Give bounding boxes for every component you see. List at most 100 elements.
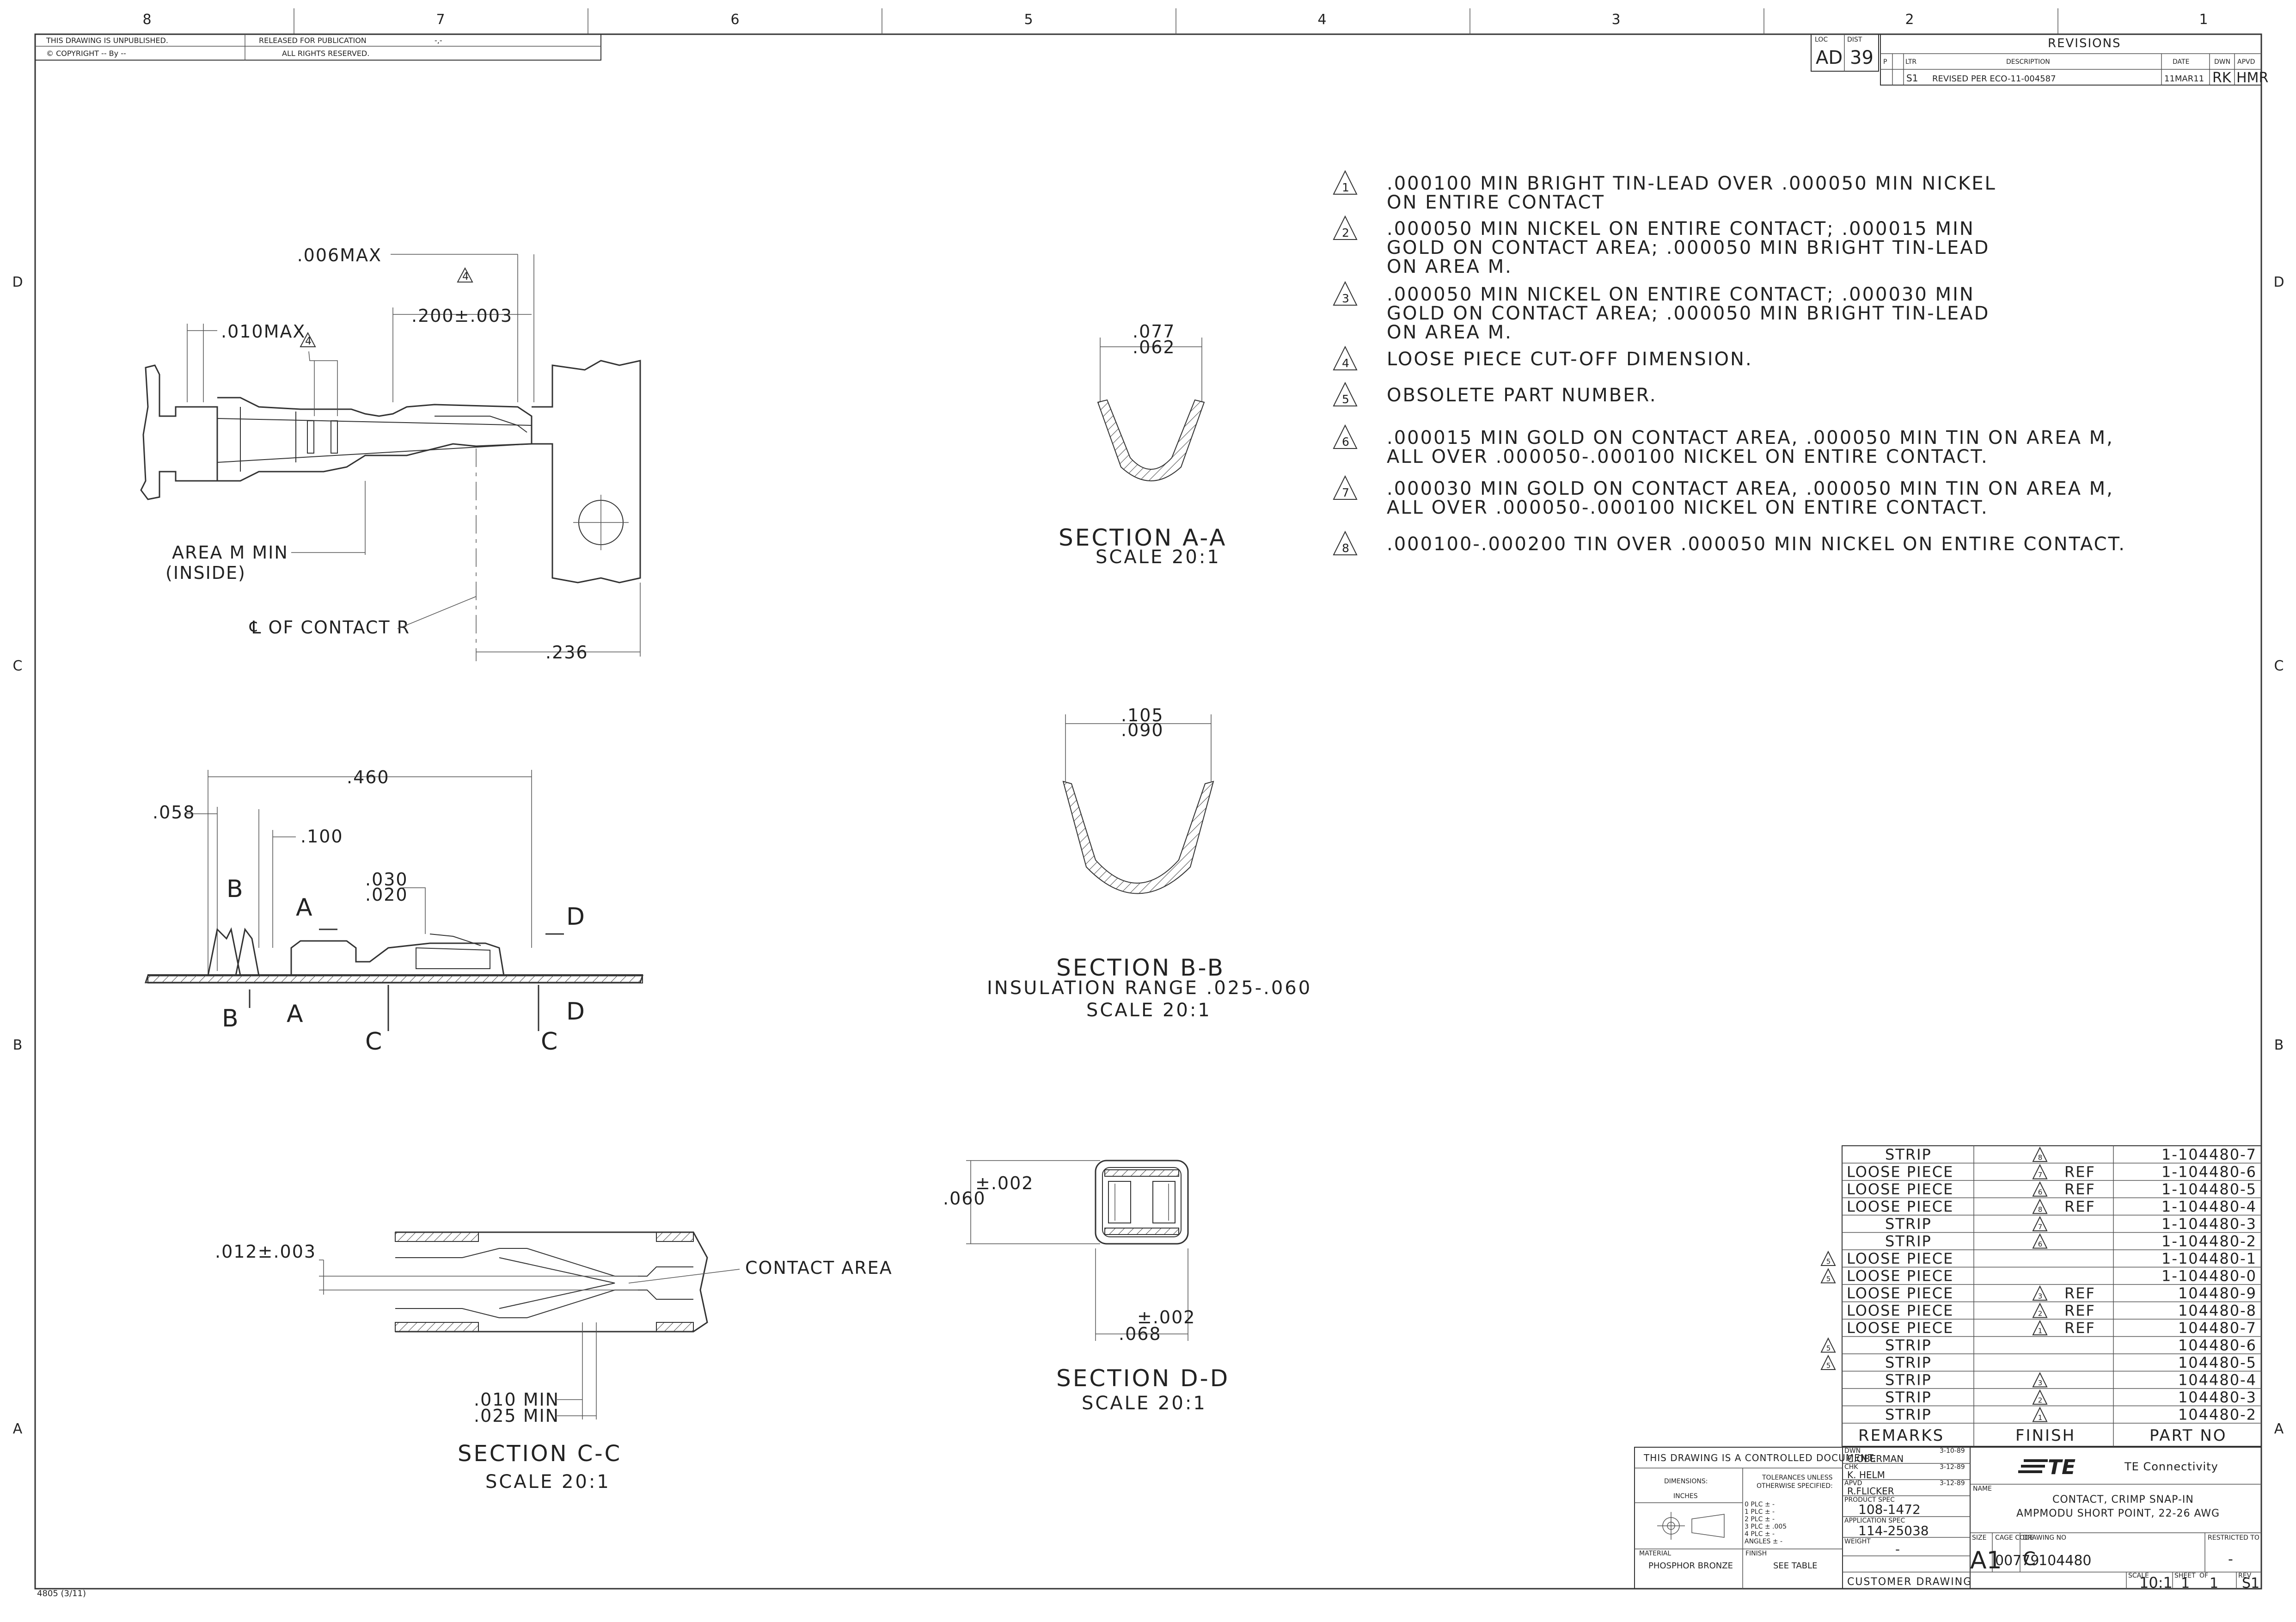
chk-label: CHK: [1844, 1463, 1858, 1471]
sheet-label: SHEET: [2174, 1572, 2196, 1579]
rev-col-dwn: DWN: [2214, 58, 2230, 66]
units-inches: INCHES: [1673, 1493, 1698, 1500]
loc-dist-box: LOC AD DIST 39: [1811, 34, 1879, 72]
zone-right-D: D: [2273, 274, 2284, 290]
part-row-1-finish-flag: 8: [2032, 1146, 2048, 1162]
tolerance-6: ANGLES ± -: [1745, 1538, 1782, 1545]
note-flag-6: 6: [1333, 424, 1358, 449]
part-row-4-finish: REF: [2064, 1198, 2095, 1216]
cut-a-top: A: [296, 894, 312, 922]
part-row-7-obsolete-flag: 5: [1820, 1250, 1836, 1266]
part-row-4-remarks: LOOSE PIECE: [1847, 1198, 1953, 1216]
dim-200: .200±.003: [411, 306, 513, 326]
revisions-title: REVISIONS: [2048, 37, 2121, 50]
tolerance-3: 2 PLC ± -: [1745, 1516, 1775, 1523]
part-row-8-obsolete-flag: 5: [1820, 1268, 1836, 1284]
drawing-no-prefix: C: [2023, 1548, 2036, 1570]
part-row-11-finish-flag-number: 1: [2038, 1327, 2043, 1335]
note-5-line-1: OBSOLETE PART NUMBER.: [1387, 385, 1657, 406]
note-flag-3: 3: [1333, 281, 1358, 306]
part-row-14-part-no: 104480-4: [2178, 1371, 2257, 1389]
of-value: 1: [2210, 1575, 2218, 1591]
part-row-6-finish-flag: 6: [2032, 1233, 2048, 1249]
note-1-line-2: ON ENTIRE CONTACT: [1387, 192, 1605, 213]
note-1-line-1: .000100 MIN BRIGHT TIN-LEAD OVER .000050…: [1387, 173, 1996, 194]
part-row-13-part-no: 104480-5: [2178, 1354, 2257, 1371]
centerline-label: ℄ OF CONTACT R: [249, 617, 410, 638]
section-aa-scale: SCALE 20:1: [1096, 547, 1221, 568]
header-block: THIS DRAWING IS UNPUBLISHED. © COPYRIGHT…: [35, 34, 601, 61]
rev-col-p: P: [1883, 58, 1887, 66]
part-row-13-obsolete-flag: 5: [1820, 1354, 1836, 1370]
dim-010-min: .010 MIN: [474, 1389, 559, 1410]
part-row-13-remarks: STRIP: [1885, 1354, 1932, 1371]
cut-b-bottom: B: [222, 1005, 239, 1032]
zone-top-2: 2: [1905, 12, 1914, 28]
part-row-12-obsolete-flag-number: 5: [1826, 1344, 1831, 1352]
note-flag-2-number: 2: [1342, 226, 1349, 240]
size-label: SIZE: [1972, 1534, 1986, 1542]
loc-value: AD: [1816, 47, 1843, 68]
company-name: TE Connectivity: [2124, 1460, 2218, 1473]
section-cc-scale: SCALE 20:1: [485, 1471, 611, 1493]
part-row-2-finish-flag: 7: [2032, 1164, 2048, 1180]
part-row-8-part-no: 1-104480-0: [2161, 1267, 2257, 1285]
area-m-inside: (INSIDE): [165, 563, 246, 583]
section-bb-scale: SCALE 20:1: [1086, 1000, 1212, 1021]
rev-value: S1: [2242, 1575, 2259, 1591]
part-row-3-finish-flag-number: 6: [2038, 1188, 2043, 1196]
loc-label: LOC: [1815, 36, 1828, 43]
note-3-line-3: ON AREA M.: [1387, 322, 1512, 343]
part-row-16-finish-flag: 1: [2032, 1407, 2048, 1422]
te-logo: TE: [2018, 1456, 2076, 1479]
zone-left-A: A: [13, 1421, 23, 1437]
material-label: MATERIAL: [1639, 1550, 1671, 1557]
note-flag-2: 2: [1333, 215, 1358, 240]
controlled-doc: THIS DRAWING IS A CONTROLLED DOCUMENT.: [1643, 1452, 1876, 1463]
part-row-2-remarks: LOOSE PIECE: [1847, 1163, 1953, 1181]
tolerance-1: 0 PLC ± -: [1745, 1501, 1775, 1508]
rev-ltr: S1: [1906, 73, 1918, 84]
part-row-2-finish-flag-number: 7: [2038, 1171, 2043, 1179]
otherwise-label: OTHERWISE SPECIFIED:: [1757, 1482, 1833, 1490]
zone-left-B: B: [13, 1037, 23, 1053]
dimensions-label: DIMENSIONS:: [1664, 1478, 1708, 1485]
part-row-10-part-no: 104480-8: [2178, 1302, 2257, 1320]
dim-062: .062: [1133, 337, 1176, 357]
product-spec-label: PRODUCT SPEC: [1844, 1496, 1895, 1504]
note-flag-8-number: 8: [1342, 541, 1349, 555]
dim-058: .058: [153, 802, 196, 823]
part-row-6-remarks: STRIP: [1885, 1233, 1932, 1250]
dim-060-tol: ±.002: [975, 1173, 1034, 1193]
title-block: THIS DRAWING IS A CONTROLLED DOCUMENT. D…: [1634, 1447, 2262, 1591]
part-row-8-obsolete-flag-number: 5: [1826, 1275, 1831, 1283]
tolerance-list: 0 PLC ± -1 PLC ± -2 PLC ± -3 PLC ± .0054…: [1745, 1501, 1787, 1545]
section-bb: .105 .090 SECTION B-B INSULATION RANGE .…: [987, 705, 1310, 1021]
rev-dwn: RK: [2212, 70, 2232, 86]
rev-col-apvd: APVD: [2237, 58, 2255, 66]
note-flag-5: 5: [1333, 381, 1358, 406]
part-row-10-finish: REF: [2064, 1302, 2095, 1320]
zone-top-8: 8: [142, 12, 151, 28]
part-row-6-part-no: 1-104480-2: [2161, 1233, 2257, 1250]
cut-d-bottom: D: [566, 998, 585, 1026]
dwn-label: DWN: [1844, 1447, 1861, 1455]
part-row-11-part-no: 104480-7: [2178, 1319, 2257, 1337]
dim-236: .236: [545, 642, 588, 663]
note-6-line-1: .000015 MIN GOLD ON CONTACT AREA, .00005…: [1387, 427, 2114, 449]
dist-value: 39: [1850, 47, 1874, 68]
section-cc-title: SECTION C-C: [458, 1441, 622, 1467]
dim-010-max: .010MAX: [221, 321, 306, 342]
scale-label: SCALE: [2128, 1572, 2149, 1579]
cut-c-left: C: [365, 1028, 382, 1056]
note-flag-3-number: 3: [1342, 292, 1349, 305]
name-label: NAME: [1973, 1485, 1992, 1493]
zone-top-3: 3: [1611, 12, 1620, 28]
app-spec-value: 114-25038: [1858, 1523, 1929, 1538]
note-2-line-1: .000050 MIN NICKEL ON ENTIRE CONTACT; .0…: [1387, 218, 1975, 240]
part-row-9-finish-flag-number: 3: [2038, 1292, 2043, 1300]
customer-drawing: CUSTOMER DRAWING: [1847, 1576, 1972, 1588]
dim-090: .090: [1121, 720, 1164, 740]
part-row-1-part-no: 1-104480-7: [2161, 1146, 2257, 1163]
